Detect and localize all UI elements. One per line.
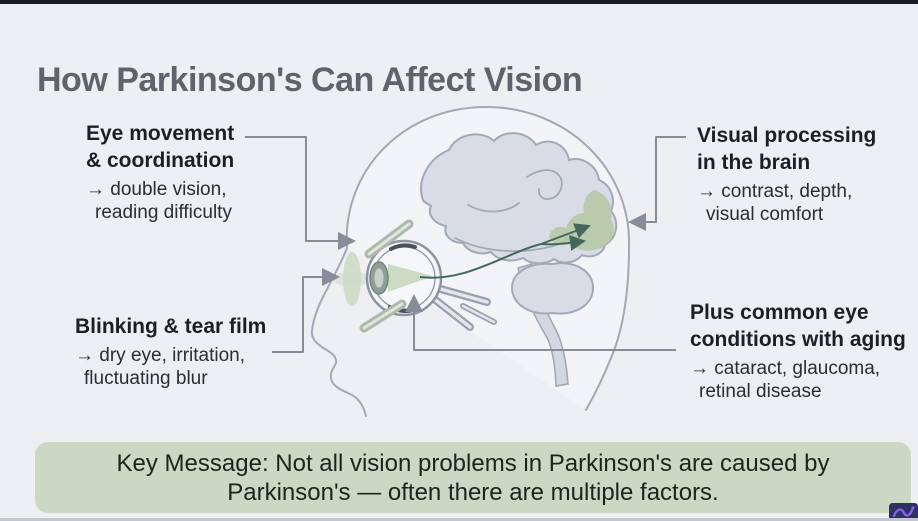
key-message-line-1: Key Message: Not all vision problems in … — [116, 449, 830, 477]
watermark-squiggle-icon — [892, 508, 914, 518]
page-title: How Parkinson's Can Affect Vision — [37, 60, 583, 99]
key-message-line-2: Parkinson's — often there are multiple f… — [227, 478, 719, 506]
callout-visual-processing: Visual processing in the brain → contras… — [697, 122, 876, 226]
connector-eye-movement — [245, 136, 356, 250]
key-message-box: Key Message: Not all vision problems in … — [35, 442, 911, 513]
callout-heading-line: Visual processing — [697, 124, 877, 147]
callout-heading-line: Blinking & tear film — [75, 315, 267, 338]
choroid-arc-top — [389, 243, 417, 251]
watermark-logo — [889, 503, 918, 521]
lens-core — [374, 268, 384, 288]
top-border-bar — [0, 0, 918, 4]
tear-film-glow-2 — [332, 272, 372, 286]
optic-nerve — [429, 284, 497, 331]
callout-detail-line: visual comfort — [706, 204, 824, 225]
callout-detail-line: → contrast, depth, — [697, 181, 853, 202]
optic-pathway-arrows — [419, 223, 591, 279]
callout-eye-movement: Eye movement & coordination → double vis… — [86, 120, 234, 224]
bottom-border-bar — [0, 518, 918, 521]
cerebellum — [510, 262, 595, 315]
connector-blinking — [272, 268, 340, 353]
callout-detail-line: reading difficulty — [95, 202, 232, 223]
eyelids — [359, 219, 414, 333]
callout-detail-line: → cataract, glaucoma, — [690, 358, 881, 379]
callout-heading-line: & coordination — [86, 149, 235, 172]
connector-aging — [405, 294, 676, 351]
connector-visual-processing — [628, 136, 686, 231]
callout-detail-line: retinal disease — [699, 381, 822, 402]
callout-detail-line: → double vision, — [86, 179, 227, 200]
callout-aging-conditions: Plus common eye conditions with aging → … — [690, 299, 906, 403]
callout-heading-line: conditions with aging — [690, 328, 906, 351]
callout-detail-line: → dry eye, irritation, — [75, 345, 245, 366]
callout-connectors — [245, 136, 686, 353]
eye-illustration — [332, 219, 497, 333]
callout-heading-line: in the brain — [697, 151, 811, 174]
callout-blinking-tear-film: Blinking & tear film → dry eye, irritati… — [75, 313, 266, 390]
callout-detail-line: fluctuating blur — [84, 368, 208, 389]
light-cone — [388, 264, 433, 292]
brain-illustration — [420, 132, 618, 387]
callout-heading-line: Eye movement — [86, 122, 235, 145]
callout-heading-line: Plus common eye — [690, 301, 869, 324]
